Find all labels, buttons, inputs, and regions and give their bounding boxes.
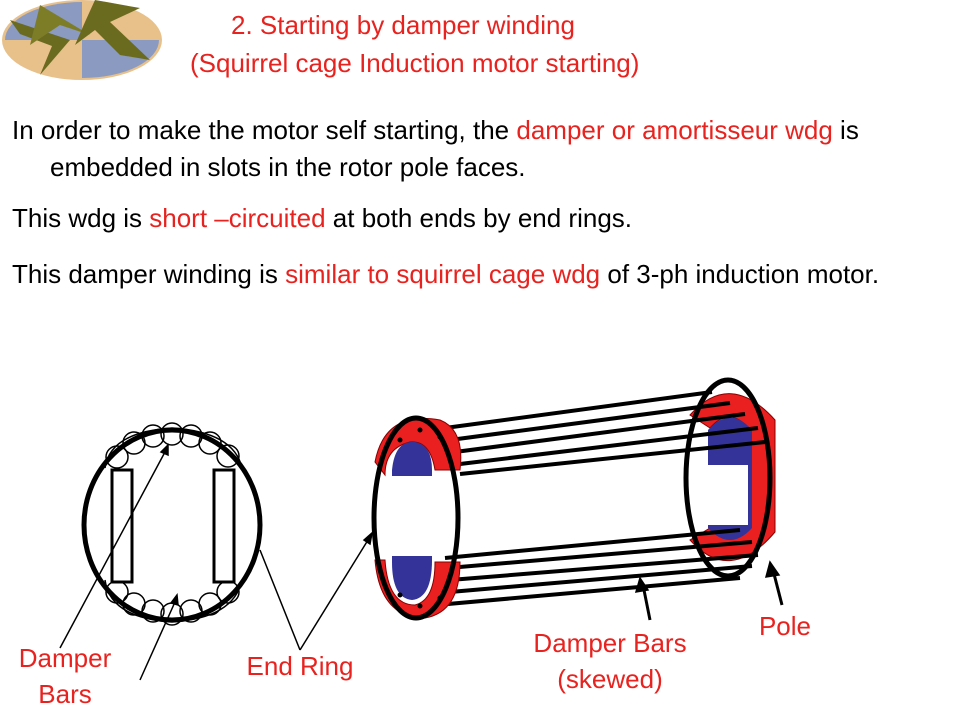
paragraph-1: In order to make the motor self starting… — [12, 112, 942, 186]
label-pointers — [59, 443, 784, 681]
skewed-damper-bars — [444, 390, 766, 606]
paragraph-1-text-b: is embedded in slots in the rotor pole f… — [50, 115, 859, 182]
paragraph-2-text-b: at both ends by end rings. — [325, 203, 633, 233]
paragraph-2-highlight: short –circuited — [149, 203, 326, 233]
paragraph-3-text-a: This damper winding is — [12, 259, 286, 289]
right-pole-gap — [212, 468, 236, 584]
rotor-cross-section — [81, 422, 263, 626]
rotor-cage-3d — [371, 377, 776, 621]
paragraph-1-text-a: In order to make the motor self starting… — [12, 115, 517, 145]
paragraph-3-text-b: of 3-ph induction motor. — [600, 259, 880, 289]
left-pole-gap — [110, 468, 134, 584]
paragraph-1-highlight: damper or amortisseur wdg — [516, 115, 833, 145]
paragraph-3-highlight: similar to squirrel cage wdg — [285, 259, 601, 289]
label-damper-bars-skewed-line-1: Damper Bars — [533, 628, 687, 658]
title-line-1: 2. Starting by damper winding — [231, 10, 575, 40]
label-end-ring: End Ring — [246, 651, 354, 681]
paragraph-3: This damper winding is similar to squirr… — [12, 256, 942, 293]
label-damper-bars-skewed: Damper Bars (skewed) — [505, 625, 715, 697]
paragraph-2: This wdg is short –circuited at both end… — [12, 200, 942, 237]
label-pole: Pole — [758, 611, 812, 641]
label-damper-bars: Damper Bars — [10, 640, 120, 712]
label-damper-bars-skewed-line-2: (skewed) — [557, 664, 663, 694]
label-damper-bars-line-1: Damper — [18, 643, 112, 673]
title-line-2: (Squirrel cage Induction motor starting) — [190, 48, 640, 78]
label-damper-bars-line-2: Bars — [38, 679, 92, 709]
aircraft-logo-icon — [2, 0, 162, 80]
paragraph-2-text-a: This wdg is — [12, 203, 150, 233]
end-ring-circle — [81, 427, 263, 623]
